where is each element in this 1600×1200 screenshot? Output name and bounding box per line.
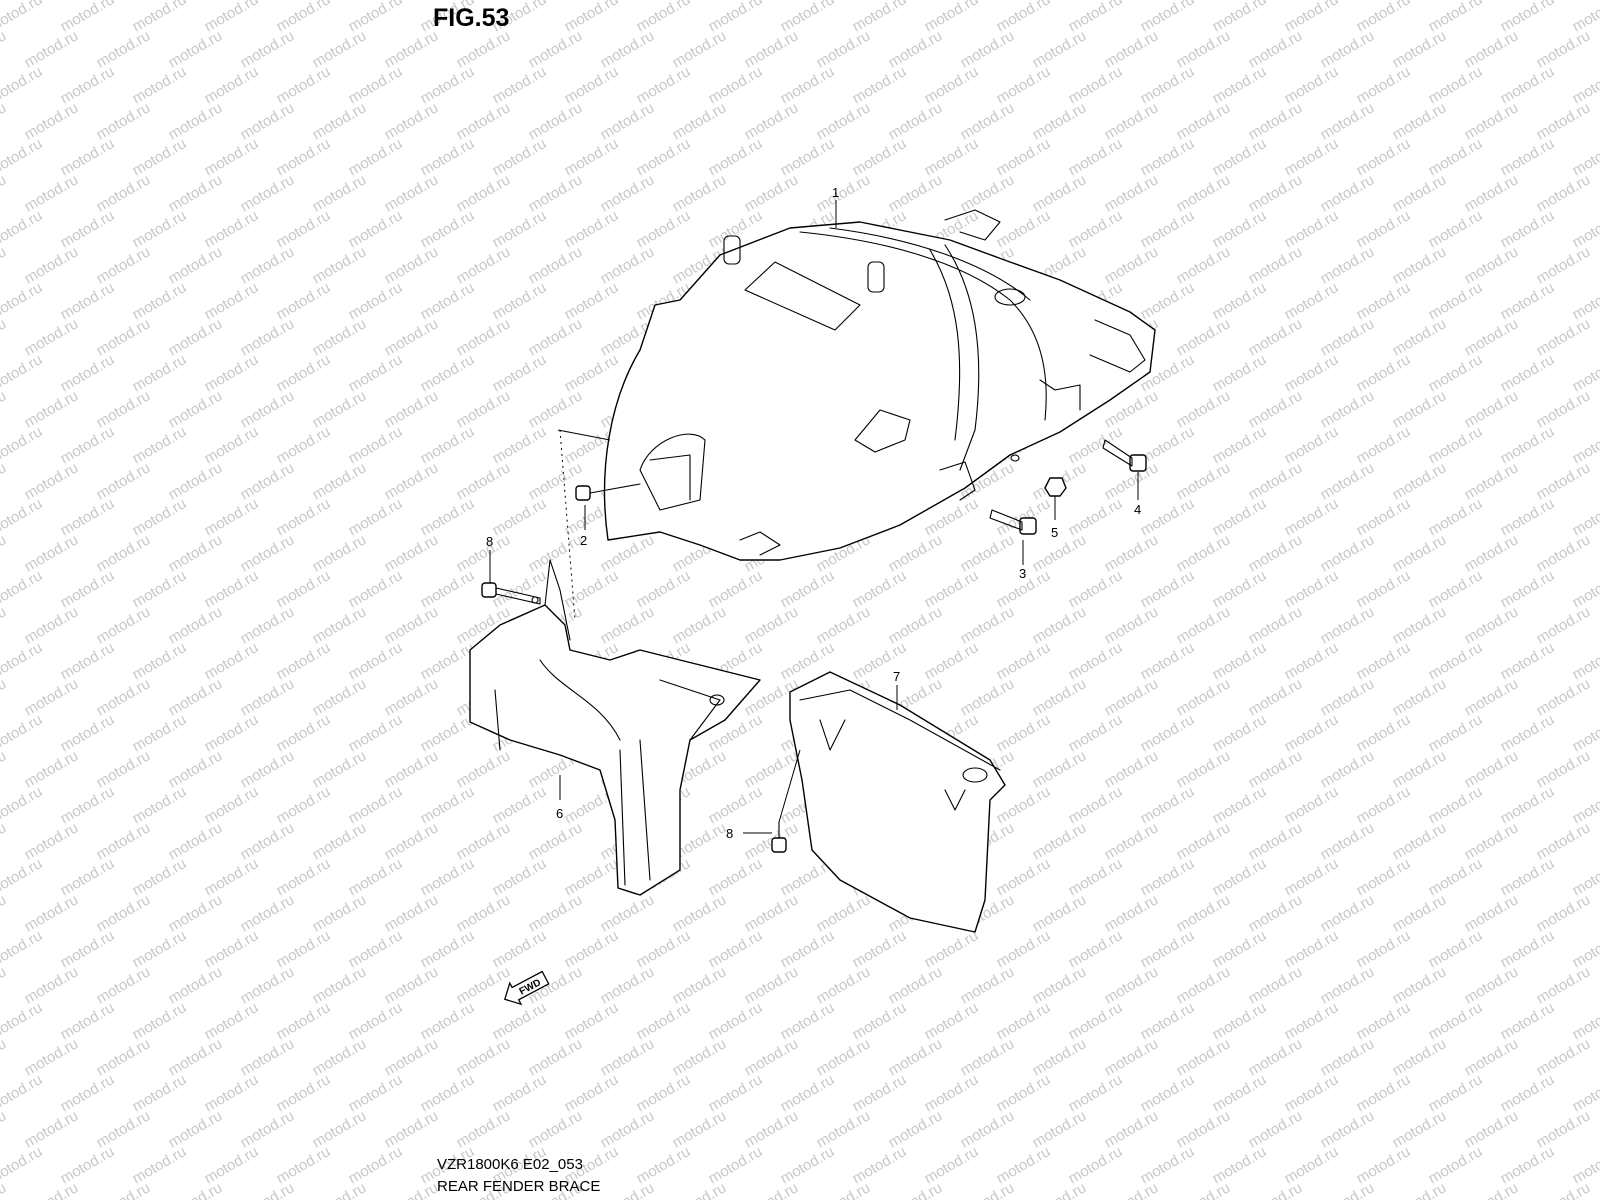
alignment-dotted-line [559,429,576,621]
part-4-bolt [1102,439,1147,472]
part-8-bolt-lower [771,821,787,853]
forward-arrow-label: FWD [518,977,543,997]
callout-6: 6 [556,806,563,821]
model-code: VZR1800K6 E02_053 [437,1156,583,1173]
callout-8-lower: 8 [726,826,733,841]
callout-4: 4 [1134,502,1141,517]
callout-8-upper: 8 [486,534,493,549]
part-1-rear-fender [603,209,1156,561]
section-name: REAR FENDER BRACE [437,1178,601,1195]
part-2-bolt [575,483,641,501]
alignment-line-top [557,429,611,441]
callout-2: 2 [580,533,587,548]
part-5-nut [1044,477,1067,497]
callout-7: 7 [893,669,900,684]
part-6-fender-brace [469,559,761,896]
part-3-bolt [989,509,1037,535]
callout-3: 3 [1019,566,1026,581]
part-7-fender-flap [789,671,1006,933]
figure-title: FIG.53 [433,4,510,32]
part-8-bolt-upper [481,582,541,605]
leader-8b-to-flap [778,749,801,823]
callout-5: 5 [1051,525,1058,540]
callout-1: 1 [832,185,839,200]
forward-arrow-icon: FWD [503,970,550,1006]
